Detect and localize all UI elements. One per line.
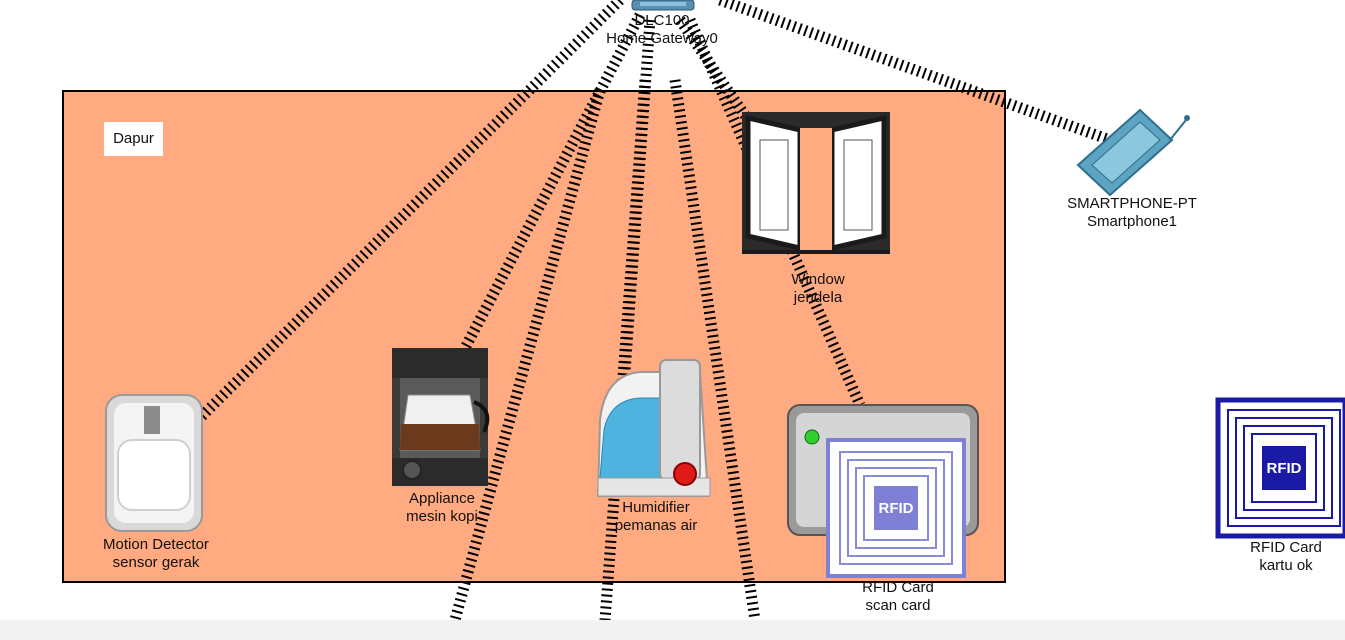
window-icon[interactable] [742, 112, 890, 254]
humidifier-label: Humidifier pemanas air [600, 499, 712, 535]
smartphone-icon[interactable] [1076, 108, 1190, 197]
link-bottom-3 [669, 79, 761, 621]
rfid-card-icon[interactable] [1215, 397, 1345, 539]
window-label: Window jendela [770, 271, 866, 307]
gateway-icon[interactable] [631, 0, 695, 11]
humidifier-model: Humidifier [622, 499, 690, 516]
link-humidifier [619, 19, 656, 373]
rfid-reader-tag-text: RFID [879, 500, 914, 517]
motion-model: Motion Detector [103, 536, 209, 553]
appliance-name: mesin kopi [406, 508, 478, 525]
link-appliance [460, 12, 645, 351]
gateway-label: DLC100 Home Gateway0 [600, 12, 724, 48]
link-motion [196, 0, 624, 422]
rfid-reader-name: scan card [865, 597, 931, 614]
appliance-label: Appliance mesin kopi [392, 490, 492, 526]
coffee-maker-icon[interactable] [392, 348, 490, 486]
smartphone-name: Smartphone1 [1086, 213, 1178, 230]
rfid-reader-label: RFID Card scan card [848, 579, 948, 615]
status-bar [0, 620, 1345, 640]
smartphone-model: SMARTPHONE-PT [1067, 195, 1197, 212]
rfid-card-tag-text: RFID [1267, 460, 1302, 477]
room-label[interactable]: Dapur [104, 122, 163, 156]
humidifier-icon[interactable] [596, 359, 711, 497]
motion-label: Motion Detector sensor gerak [90, 536, 222, 572]
rfid-card-name: kartu ok [1259, 557, 1313, 574]
link-bottom-2 [599, 79, 651, 621]
window-model: Window [791, 271, 845, 288]
rfid-reader-icon[interactable] [787, 404, 979, 578]
smartphone-label: SMARTPHONE-PT Smartphone1 [1060, 195, 1204, 231]
rfid-reader-model: RFID Card [862, 579, 934, 596]
window-name: jendela [793, 289, 843, 306]
gateway-name: Home Gateway0 [606, 30, 718, 47]
gateway-model: DLC100 [634, 12, 690, 29]
rfid-card-label: RFID Card kartu ok [1236, 539, 1336, 575]
appliance-model: Appliance [409, 490, 475, 507]
link-bottom-1 [449, 88, 606, 622]
rfid-card-model: RFID Card [1250, 539, 1322, 556]
motion-name: sensor gerak [112, 554, 200, 571]
motion-detector-icon[interactable] [105, 394, 203, 532]
humidifier-name: pemanas air [614, 517, 698, 534]
